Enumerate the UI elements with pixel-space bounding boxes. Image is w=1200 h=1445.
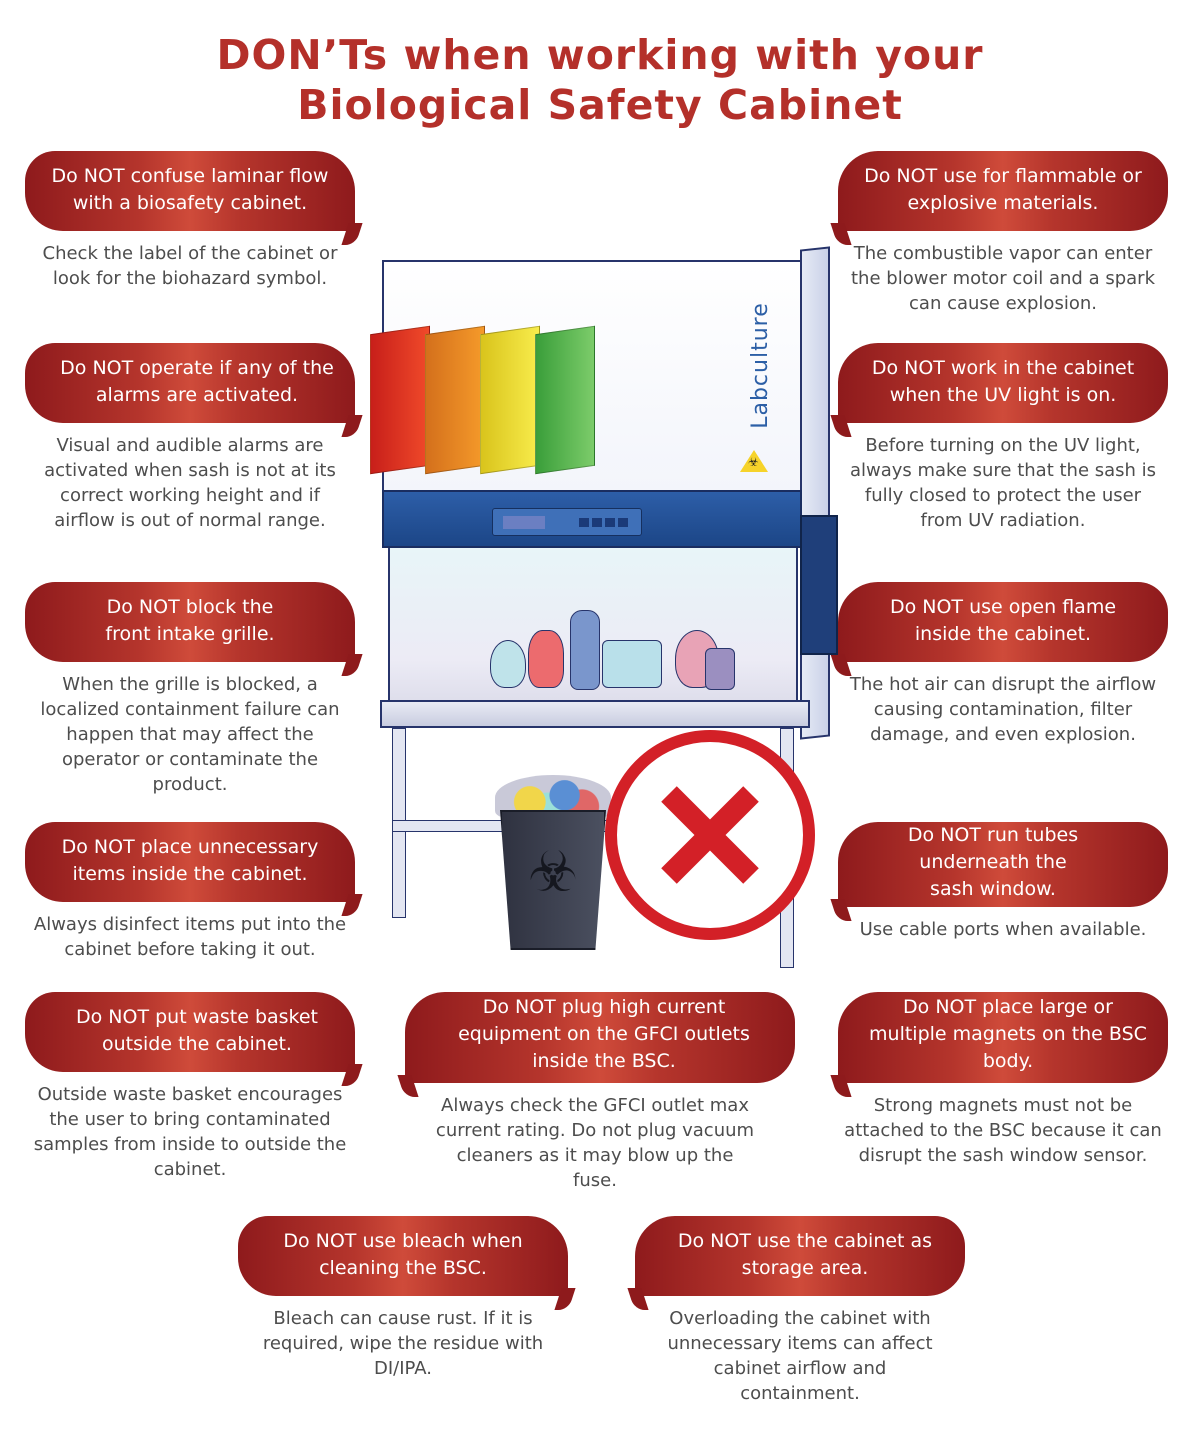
tip-card-storage: Do NOT use the cabinet as storage area. … [635, 1216, 965, 1406]
yellow-filter-icon [480, 325, 540, 475]
tip-description: When the grille is blocked, a localized … [40, 674, 340, 795]
title-line-2: Biological Safety Cabinet [297, 81, 903, 129]
side-cable-box [800, 515, 838, 655]
tip-card-open-flame: Do NOT use open flame inside the cabinet… [838, 582, 1168, 747]
tip-heading: Do NOT use bleach when cleaning the BSC. [238, 1216, 568, 1296]
tip-card-unnecessary-items: Do NOT place unnecessary items inside th… [25, 822, 355, 962]
tip-description: Before turning on the UV light, always m… [849, 435, 1157, 531]
tip-description: Check the label of the cabinet or look f… [42, 243, 338, 289]
tip-description: Visual and audible alarms are activated … [44, 435, 336, 531]
tip-heading: Do NOT use open flame inside the cabinet… [838, 582, 1168, 662]
spray-bottle-icon [570, 610, 600, 690]
tip-heading: Do NOT put waste basket outside the cabi… [25, 992, 355, 1072]
tip-card-flammable: Do NOT use for flammable or explosive ma… [838, 151, 1168, 316]
tip-description: Always check the GFCI outlet max current… [435, 1095, 755, 1191]
tip-description: Use cable ports when available. [859, 919, 1147, 940]
tip-card-tubes: Do NOT run tubes underneath the sash win… [838, 822, 1168, 942]
green-filter-icon [535, 325, 595, 475]
cabinet-control-band [382, 490, 802, 548]
tip-heading: Do NOT plug high current equipment on th… [405, 992, 795, 1083]
title-line-1: DON’Ts when working with your [216, 31, 984, 79]
biosafety-cabinet-illustration: Labculture ☣ ☣ [370, 240, 840, 970]
display-screen-icon [503, 516, 545, 529]
tip-heading: Do NOT place unnecessary items inside th… [25, 822, 355, 902]
orange-filter-icon [425, 325, 485, 475]
page-title: DON’Ts when working with your Biological… [0, 30, 1200, 130]
tip-card-alarms: Do NOT operate if any of the alarms are … [25, 343, 355, 533]
tip-heading: Do NOT work in the cabinet when the UV l… [838, 343, 1168, 423]
tip-heading: Do NOT block the front intake grille. [25, 582, 355, 662]
tip-description: Overloading the cabinet with unnecessary… [667, 1308, 933, 1404]
control-buttons-icon [579, 518, 628, 527]
biohazard-warning-icon: ☣ [740, 450, 768, 472]
brand-logo: Labculture [747, 301, 773, 429]
tip-heading: Do NOT place large or multiple magnets o… [838, 992, 1168, 1083]
tip-description: Always disinfect items put into the cabi… [33, 914, 347, 960]
biohazard-symbol-icon: ☣ [527, 840, 579, 905]
tip-description: The combustible vapor can enter the blow… [851, 243, 1155, 314]
flask-icon [528, 630, 564, 688]
tip-card-gfci: Do NOT plug high current equipment on th… [405, 992, 795, 1193]
jar-icon [705, 648, 735, 690]
tip-heading: Do NOT run tubes underneath the sash win… [838, 822, 1168, 907]
tip-heading: Do NOT use for flammable or explosive ma… [838, 151, 1168, 231]
flask-icon [490, 640, 526, 688]
tip-heading: Do NOT confuse laminar flow with a biosa… [25, 151, 355, 231]
work-surface [380, 700, 810, 728]
tip-card-bleach: Do NOT use bleach when cleaning the BSC.… [238, 1216, 568, 1381]
filter-stack-illustration [370, 325, 600, 475]
tip-card-magnets: Do NOT place large or multiple magnets o… [838, 992, 1168, 1168]
prohibited-x-icon [605, 730, 815, 940]
tip-description: Outside waste basket encourages the user… [33, 1084, 347, 1180]
tip-heading: Do NOT operate if any of the alarms are … [25, 343, 355, 423]
test-tube-rack-icon [602, 640, 662, 688]
red-filter-icon [370, 325, 430, 475]
tip-description: Bleach can cause rust. If it is required… [262, 1308, 544, 1379]
tip-card-laminar-flow: Do NOT confuse laminar flow with a biosa… [25, 151, 355, 291]
tip-description: Strong magnets must not be attached to t… [844, 1095, 1162, 1166]
tip-card-uv-light: Do NOT work in the cabinet when the UV l… [838, 343, 1168, 533]
tip-card-waste-basket: Do NOT put waste basket outside the cabi… [25, 992, 355, 1182]
tip-heading: Do NOT use the cabinet as storage area. [635, 1216, 965, 1296]
tip-description: The hot air can disrupt the airflow caus… [849, 674, 1157, 745]
cabinet-side-panel [800, 246, 830, 740]
tip-card-intake-grille: Do NOT block the front intake grille. Wh… [25, 582, 355, 797]
control-panel [492, 508, 642, 536]
